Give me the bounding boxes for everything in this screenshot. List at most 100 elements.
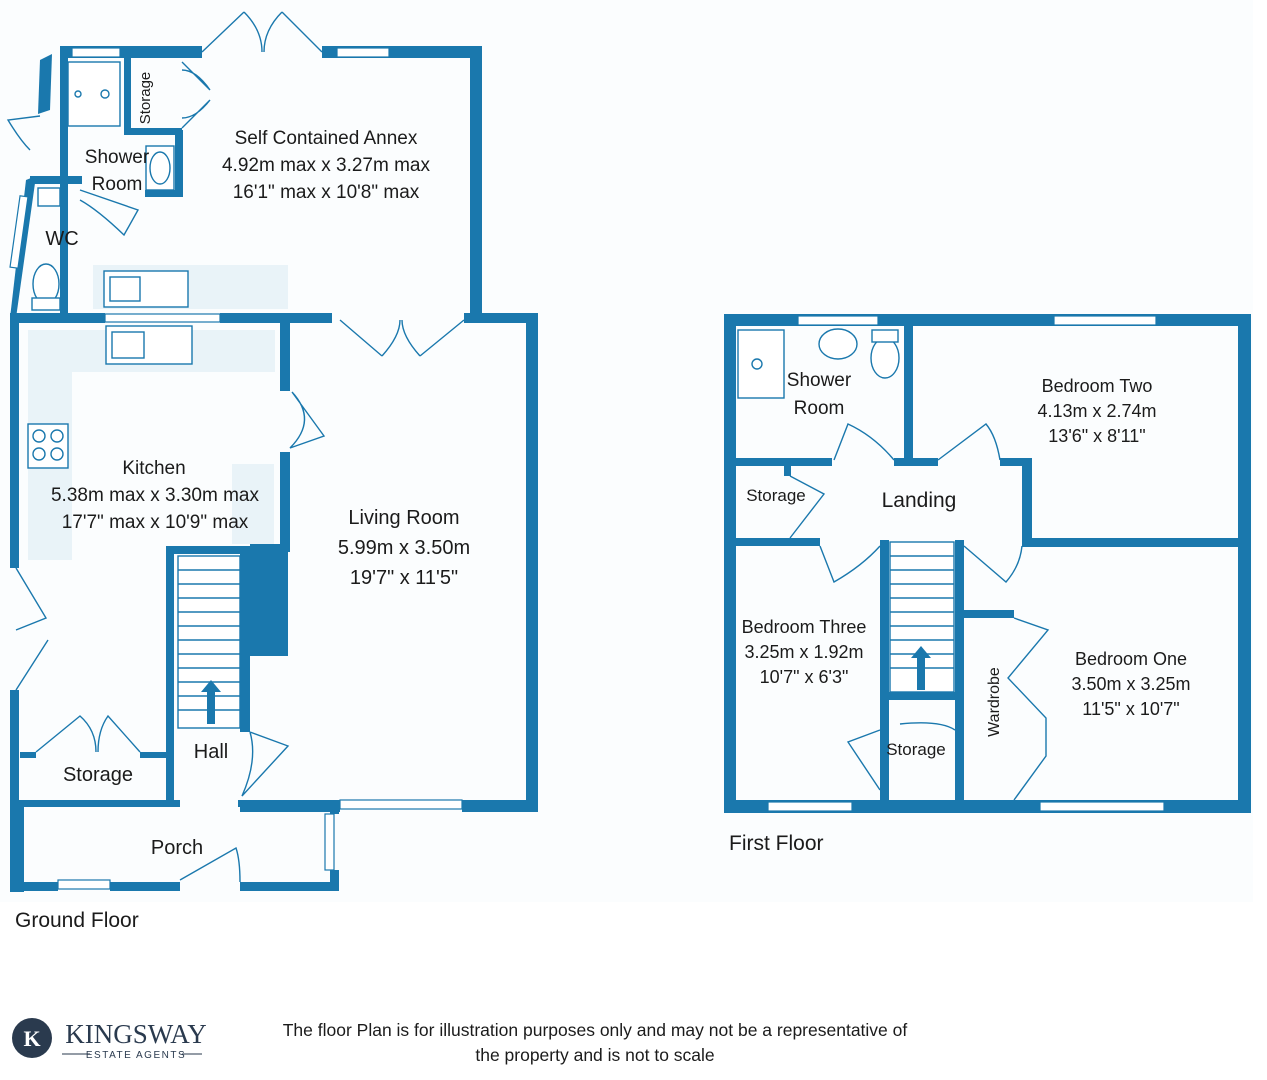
window — [324, 813, 335, 871]
wall — [904, 326, 913, 464]
porch-label: Porch — [151, 837, 203, 859]
window — [104, 313, 221, 323]
kitchen-metric: 5.38m max x 3.30m max — [51, 485, 260, 506]
living-metric: 5.99m x 3.50m — [338, 537, 470, 559]
toilet — [870, 337, 900, 379]
hob-ring — [50, 429, 64, 443]
first-shower-label-1: Shower — [787, 370, 852, 391]
bedroom-one-imperial: 11'5" x 10'7" — [1082, 699, 1179, 719]
wall — [10, 313, 105, 323]
landing-storage-label: Storage — [746, 486, 806, 505]
wall — [110, 882, 180, 891]
hob — [27, 423, 69, 469]
bedroom-three-imperial: 10'7" x 6'3" — [760, 667, 849, 687]
hob-ring — [32, 429, 46, 443]
wall — [889, 692, 955, 700]
hob-ring — [32, 447, 46, 461]
ground-floor-label: Ground Floor — [15, 909, 139, 932]
ground-floor: Storage Shower Room Self Contained Annex… — [6, 11, 538, 932]
bedroom-one-metric: 3.50m x 3.25m — [1071, 674, 1190, 694]
window — [336, 47, 390, 58]
shower-room-label-2: Room — [92, 174, 143, 195]
toilet-cistern — [871, 329, 899, 343]
doors — [6, 11, 465, 883]
doors — [789, 423, 1050, 801]
kitchen-name: Kitchen — [122, 458, 185, 479]
wall — [30, 176, 68, 184]
bedroom-two-imperial: 13'6" x 8'11" — [1048, 426, 1145, 446]
window — [57, 879, 111, 890]
annex-storage-label: Storage — [137, 72, 154, 125]
wall — [240, 882, 338, 891]
wall — [1022, 538, 1238, 547]
bedroom-one-name: Bedroom One — [1075, 649, 1187, 669]
first-shower-label-2: Room — [794, 398, 845, 419]
wall — [240, 546, 250, 732]
annex-name: Self Contained Annex — [235, 128, 418, 149]
bedroom-two-name: Bedroom Two — [1042, 376, 1153, 396]
basin — [818, 328, 858, 360]
wc-label: WC — [45, 228, 78, 250]
wall — [464, 313, 538, 323]
wall — [736, 458, 832, 466]
wc-basin — [37, 187, 61, 207]
wall — [894, 458, 938, 466]
wardrobe-label: Wardrobe — [986, 667, 1003, 737]
wall — [964, 610, 1014, 618]
wall — [880, 540, 889, 802]
sink-bowl — [111, 331, 145, 359]
wall — [10, 316, 19, 568]
hob-ring — [50, 447, 64, 461]
wall — [724, 314, 736, 813]
wall — [124, 128, 182, 135]
shower-room-label-1: Shower — [85, 147, 150, 168]
wall — [10, 882, 58, 891]
hall-label: Hall — [194, 741, 228, 763]
wall — [1022, 458, 1032, 546]
wall — [20, 752, 36, 758]
stair-cupboard — [250, 544, 288, 656]
wall — [145, 190, 183, 197]
living-name: Living Room — [348, 507, 459, 529]
wall — [470, 46, 482, 323]
window — [339, 799, 463, 810]
wall — [240, 800, 340, 812]
shower-drain — [751, 358, 763, 370]
window — [1053, 315, 1157, 326]
wall — [955, 540, 964, 802]
first-floor-label: First Floor — [729, 832, 824, 855]
wall — [10, 690, 19, 802]
wall — [20, 800, 180, 807]
disclaimer-line-2: the property and is not to scale — [475, 1045, 715, 1065]
wall — [736, 538, 820, 546]
living-imperial: 19'7" x 11'5" — [350, 567, 458, 589]
logo-name: KINGSWAY — [65, 1019, 206, 1049]
wall — [10, 176, 36, 318]
wall — [784, 466, 791, 476]
wall — [280, 313, 290, 391]
kingsway-logo: K KINGSWAY ESTATE AGENTS — [6, 1016, 207, 1062]
sink-bowl — [109, 276, 141, 302]
bedroom-two-metric: 4.13m x 2.74m — [1037, 401, 1156, 421]
kitchen-worktop-right — [232, 464, 274, 544]
stair-storage-label: Storage — [886, 740, 946, 759]
window — [9, 195, 29, 269]
wall — [166, 546, 246, 554]
window — [797, 315, 879, 326]
wall — [280, 452, 290, 552]
wall — [60, 46, 68, 186]
wall — [330, 870, 339, 891]
wall — [140, 752, 170, 758]
wall — [60, 176, 82, 184]
shower-drain — [74, 90, 82, 98]
shower-drain — [100, 89, 110, 99]
wall — [1000, 458, 1030, 466]
wall — [166, 546, 174, 806]
disclaimer-line-1: The floor Plan is for illustration purpo… — [282, 1020, 908, 1040]
window — [1039, 801, 1165, 812]
wall — [1238, 314, 1251, 813]
landing-label: Landing — [882, 489, 957, 512]
wall — [220, 313, 332, 323]
first-floor: Shower Room Bedroom Two 4.13m x 2.74m 13… — [724, 314, 1251, 855]
